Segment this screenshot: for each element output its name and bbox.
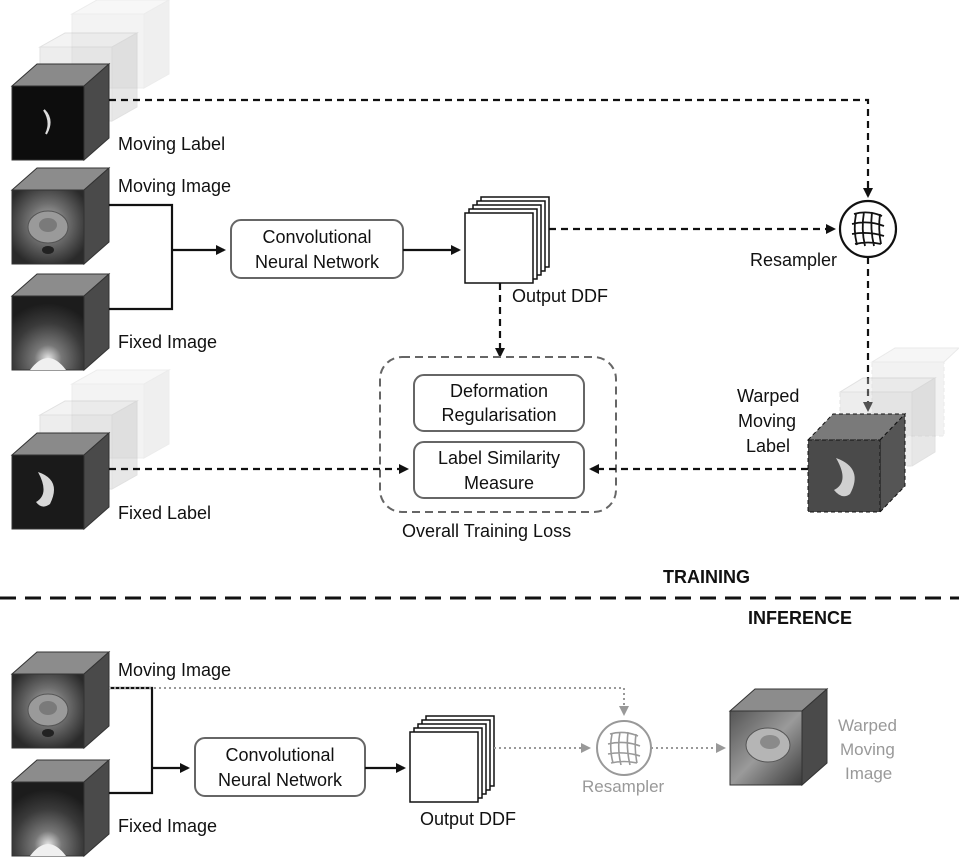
training-cnn-line1: Convolutional — [262, 227, 371, 247]
moving-image-cube — [10, 166, 111, 266]
inference-header: INFERENCE — [748, 608, 852, 628]
fixed-label-cube — [10, 369, 171, 531]
label-similarity-box: Label Similarity Measure — [413, 441, 585, 499]
warped-image-line1: Warped — [838, 716, 897, 735]
warped-label-line3: Label — [746, 436, 790, 456]
inference-cnn-box: Convolutional Neural Network — [194, 737, 366, 797]
inference-arrow-moving-to-resampler — [109, 687, 629, 716]
moving-label-cube — [10, 0, 171, 162]
training-header: TRAINING — [663, 567, 750, 587]
labelsim-line1: Label Similarity — [438, 448, 560, 468]
training-resampler-label: Resampler — [750, 250, 837, 270]
inference-resampler-label: Resampler — [582, 777, 665, 796]
training-resampler-icon — [838, 199, 898, 259]
deform-line1: Deformation — [450, 381, 548, 401]
inference-fixed-image-cube — [10, 758, 111, 858]
warped-label-line2: Moving — [738, 411, 796, 431]
fixed-image-label: Fixed Image — [118, 332, 217, 352]
warped-image-line3: Image — [845, 764, 892, 783]
inference-output-ddf-label: Output DDF — [420, 809, 516, 829]
moving-image-label: Moving Image — [118, 176, 231, 196]
overall-loss-container — [379, 356, 617, 513]
inference-cnn-line1: Convolutional — [225, 745, 334, 765]
inference-ddf-stack — [409, 715, 495, 803]
warped-label-line1: Warped — [737, 386, 799, 406]
inference-moving-image-cube — [10, 650, 111, 750]
labelsim-line2: Measure — [464, 473, 534, 493]
moving-label-label: Moving Label — [118, 134, 225, 154]
training-output-ddf-label: Output DDF — [512, 286, 608, 306]
fixed-label-label: Fixed Label — [118, 503, 211, 523]
inference-fixed-image-label: Fixed Image — [118, 816, 217, 836]
inference-moving-image-label: Moving Image — [118, 660, 231, 680]
inference-cnn-line2: Neural Network — [218, 770, 343, 790]
deformation-regularisation-box: Deformation Regularisation — [413, 374, 585, 432]
warped-moving-image-cube — [728, 687, 829, 787]
training-cnn-line2: Neural Network — [255, 252, 380, 272]
inference-resampler-icon — [596, 720, 652, 776]
warped-image-line2: Moving — [840, 740, 895, 759]
inference-merge-line — [109, 686, 154, 795]
arrow-movinglabel-to-resampler — [109, 98, 873, 198]
overall-loss-label: Overall Training Loss — [402, 521, 571, 541]
training-merge-line — [109, 203, 174, 311]
warped-moving-label-cube — [806, 347, 959, 514]
deform-line2: Regularisation — [441, 405, 556, 425]
training-ddf-stack — [464, 196, 550, 284]
fixed-image-cube — [10, 272, 111, 372]
training-cnn-box: Convolutional Neural Network — [230, 219, 404, 279]
